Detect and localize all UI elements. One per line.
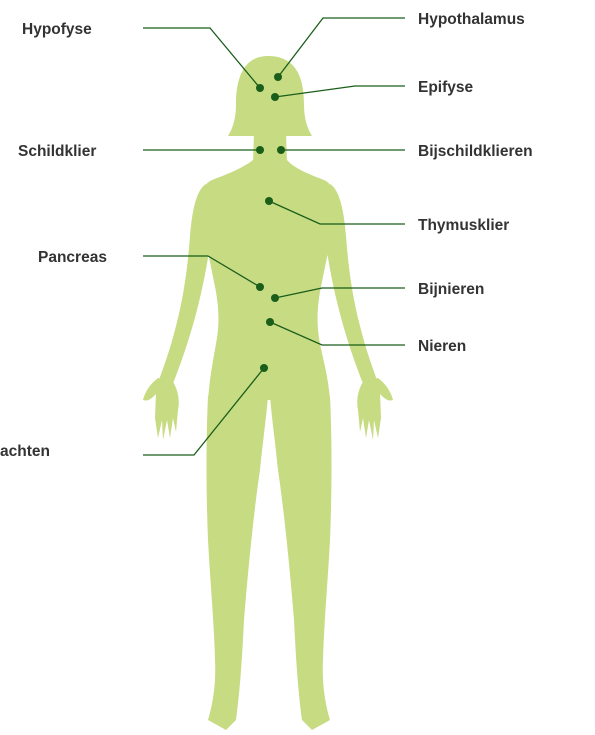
label-schildklier: Schildklier <box>18 143 96 160</box>
label-bijschildklieren: Bijschildklieren <box>418 143 533 160</box>
label-geslachtsklieren: achten <box>0 443 50 460</box>
body-silhouette <box>143 56 393 730</box>
label-thymusklier: Thymusklier <box>418 217 509 234</box>
label-hypofyse: Hypofyse <box>22 21 92 38</box>
right-arm <box>323 184 377 386</box>
marker-nieren <box>266 318 274 326</box>
label-epifyse: Epifyse <box>418 79 474 96</box>
marker-bijschildklieren <box>277 146 285 154</box>
marker-hypothalamus <box>274 73 282 81</box>
label-hypothalamus: Hypothalamus <box>418 11 525 28</box>
left-arm <box>159 184 213 386</box>
marker-geslachtsklieren <box>260 364 268 372</box>
marker-pancreas <box>256 283 264 291</box>
right-leg <box>270 396 332 730</box>
label-nieren: Nieren <box>418 338 466 355</box>
left-hand <box>143 378 179 440</box>
marker-bijnieren <box>271 294 279 302</box>
label-bijnieren: Bijnieren <box>418 281 484 298</box>
marker-epifyse <box>271 93 279 101</box>
marker-hypofyse <box>256 84 264 92</box>
torso <box>201 160 335 400</box>
right-hand <box>357 378 393 440</box>
left-leg <box>207 396 269 730</box>
leader-hypothalamus <box>278 18 405 77</box>
marker-thymusklier <box>265 197 273 205</box>
marker-schildklier <box>256 146 264 154</box>
head-hair <box>228 56 312 136</box>
label-pancreas: Pancreas <box>38 249 107 266</box>
